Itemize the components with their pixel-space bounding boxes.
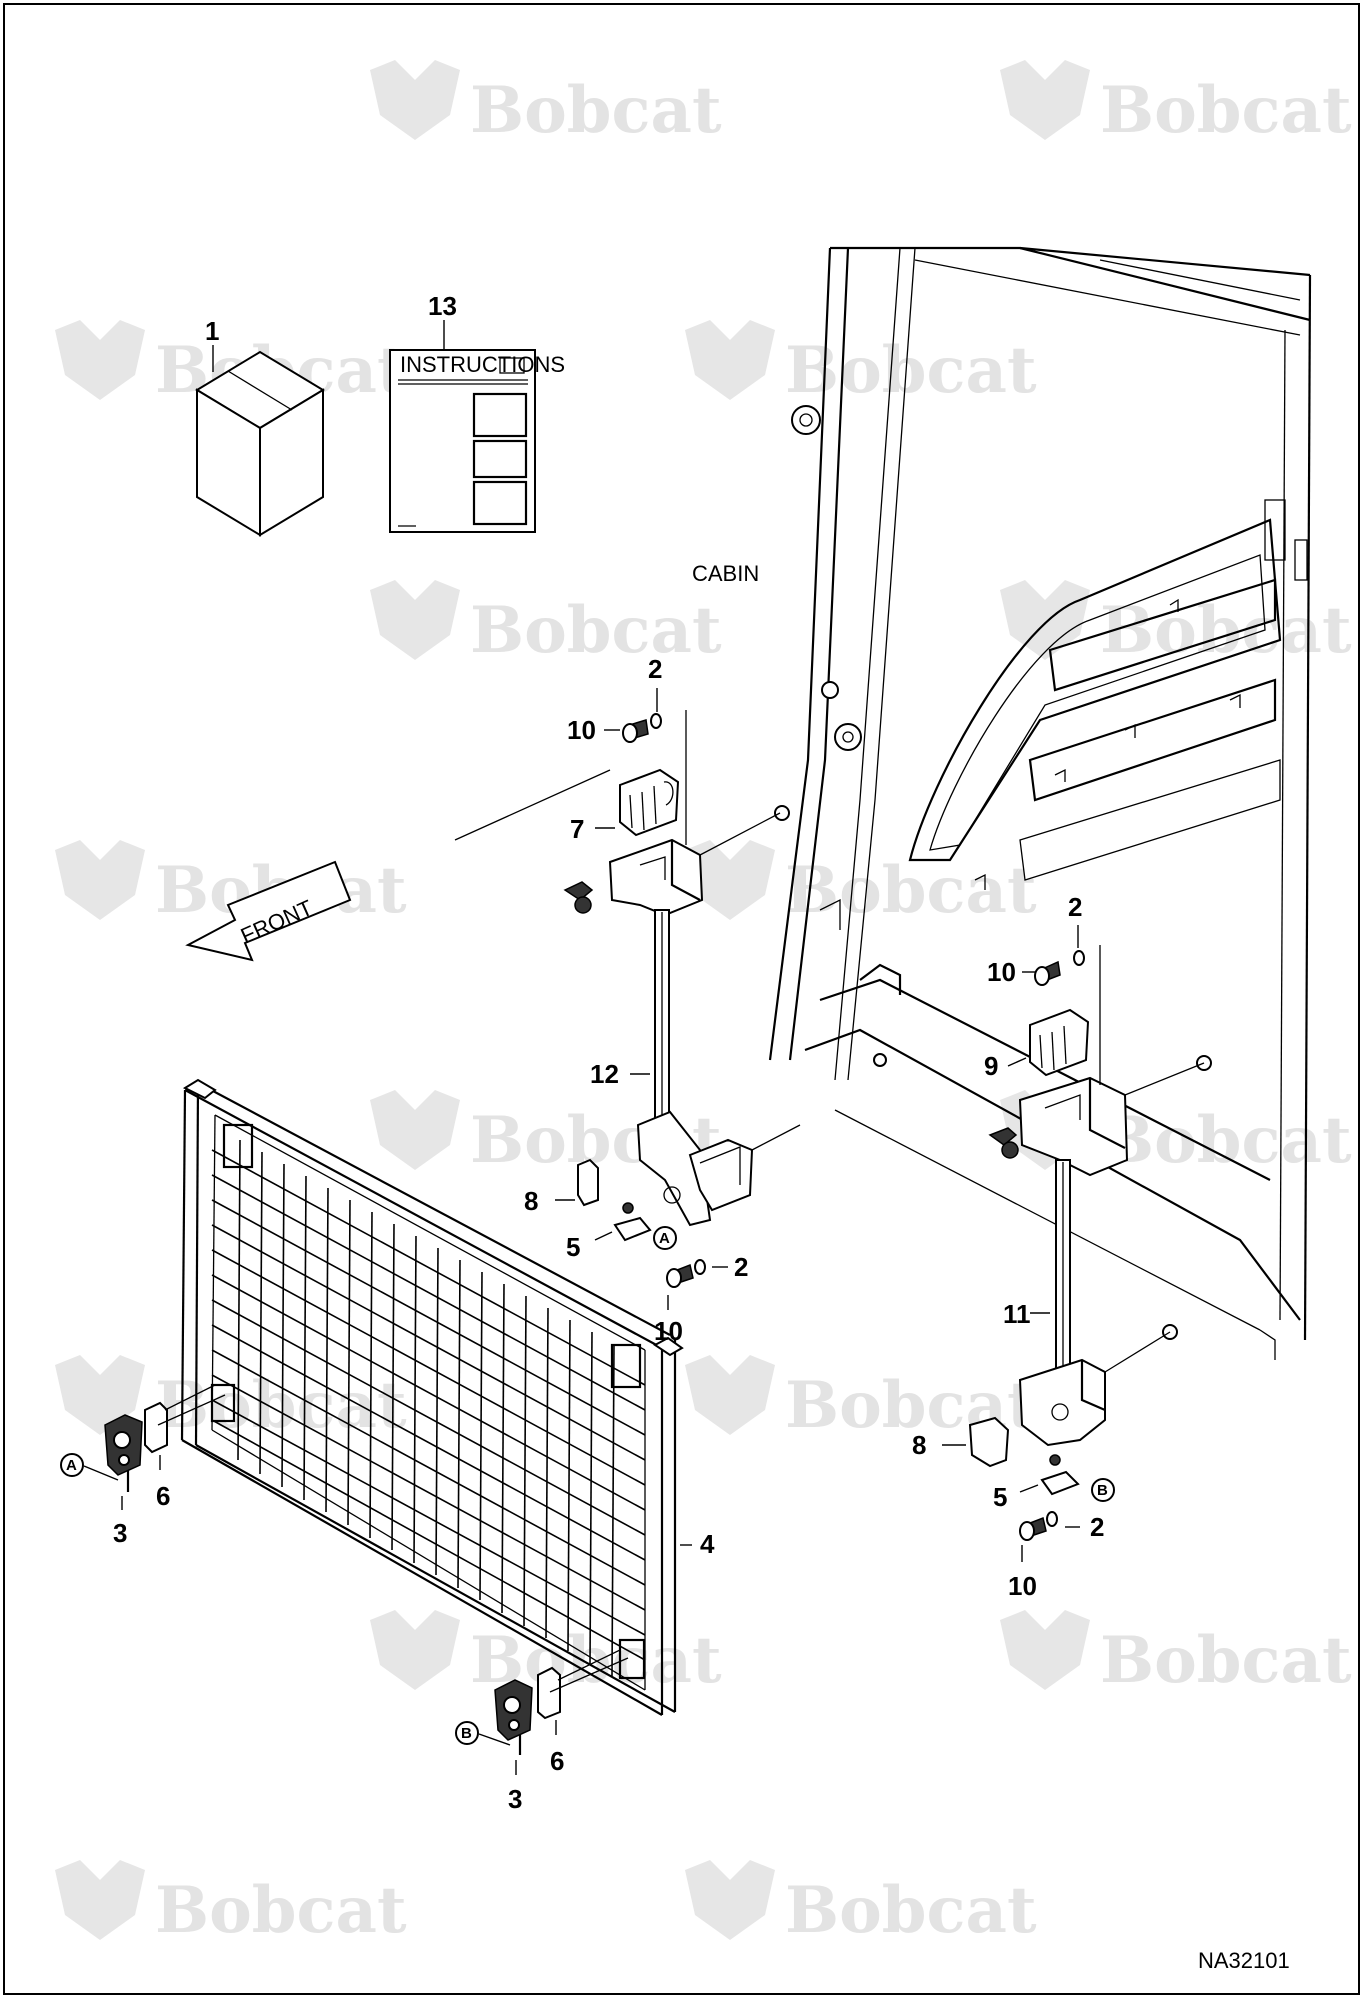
callout-4: 4 (700, 1529, 715, 1559)
watermark: Bobcat (1000, 580, 1352, 668)
svg-text:Bobcat: Bobcat (470, 73, 722, 148)
svg-text:Bobcat: Bobcat (785, 853, 1037, 928)
watermark: Bobcat (1000, 60, 1352, 148)
svg-text:Bobcat: Bobcat (1100, 1623, 1352, 1698)
upper-bracket-assembly: 10 2 7 12 8 5 A (454, 654, 801, 1346)
callout-3-bottom: 3 (508, 1784, 522, 1814)
svg-text:Bobcat: Bobcat (1100, 593, 1352, 668)
callout-10-lower: 10 (654, 1316, 683, 1346)
watermark: Bobcat (1000, 1610, 1352, 1698)
callout-5-right: 5 (993, 1482, 1007, 1512)
cabin-label: CABIN (692, 561, 759, 586)
callout-2-lower: 2 (734, 1252, 748, 1282)
callout-13: 13 (428, 291, 457, 321)
cabin-structure: CABIN (692, 246, 1312, 1360)
svg-text:Bobcat: Bobcat (785, 1873, 1037, 1948)
callout-8-right: 8 (912, 1430, 926, 1460)
watermark: Bobcat (55, 1860, 407, 1948)
part-box: 1 (195, 316, 325, 537)
svg-text:Bobcat: Bobcat (155, 1873, 407, 1948)
callout-2-upper: 2 (648, 654, 662, 684)
watermark: Bobcat (685, 320, 1037, 408)
callout-9: 9 (984, 1051, 998, 1081)
watermark: Bobcat (685, 840, 1037, 928)
callout-2-right-upper: 2 (1068, 892, 1082, 922)
instructions-label: INSTRUCTIONS (400, 352, 565, 377)
callout-10-upper: 10 (567, 715, 596, 745)
watermark: Bobcat (370, 580, 722, 668)
callout-5-upper: 5 (566, 1232, 580, 1262)
svg-text:Bobcat: Bobcat (155, 1368, 407, 1443)
screen-mesh (211, 1139, 646, 1677)
ref-a-left: A (66, 1457, 77, 1474)
svg-text:Bobcat: Bobcat (785, 333, 1037, 408)
callout-3-left: 3 (113, 1518, 127, 1548)
callout-6-bottom: 6 (550, 1746, 564, 1776)
ref-a-upper: A (659, 1230, 670, 1247)
callout-6-left: 6 (156, 1481, 170, 1511)
callout-1: 1 (205, 316, 219, 346)
callout-7: 7 (570, 814, 584, 844)
diagram-frame (3, 3, 1360, 1995)
callout-11: 11 (1003, 1299, 1031, 1329)
screen-panel: 4 (180, 1078, 715, 1716)
ref-b-left: B (461, 1725, 472, 1742)
figure-id: NA32101 (1198, 1948, 1290, 1973)
ref-b-right: B (1097, 1482, 1108, 1499)
watermark: Bobcat (55, 840, 407, 928)
svg-text:Bobcat: Bobcat (1100, 73, 1352, 148)
watermark: Bobcat (370, 60, 722, 148)
callout-12: 12 (590, 1059, 619, 1089)
svg-text:Bobcat: Bobcat (470, 593, 722, 668)
watermark-layer: Bobcat Bobcat Bobcat Bobcat Bobcat Bobca… (55, 60, 1352, 1948)
lower-bracket-assembly: 10 2 9 11 8 5 B (912, 892, 1205, 1601)
watermark: Bobcat (685, 1860, 1037, 1948)
latch-b: B 3 6 (455, 1649, 629, 1814)
callout-10-right-lower: 10 (1008, 1571, 1037, 1601)
latch-a: A 3 6 (60, 1384, 226, 1548)
part-instructions: INSTRUCTIONS 13 (389, 291, 565, 533)
callout-2-right-lower: 2 (1090, 1512, 1104, 1542)
callout-8-upper: 8 (524, 1186, 538, 1216)
callout-10-right-upper: 10 (987, 957, 1016, 987)
svg-text:Bobcat: Bobcat (1100, 1103, 1352, 1178)
